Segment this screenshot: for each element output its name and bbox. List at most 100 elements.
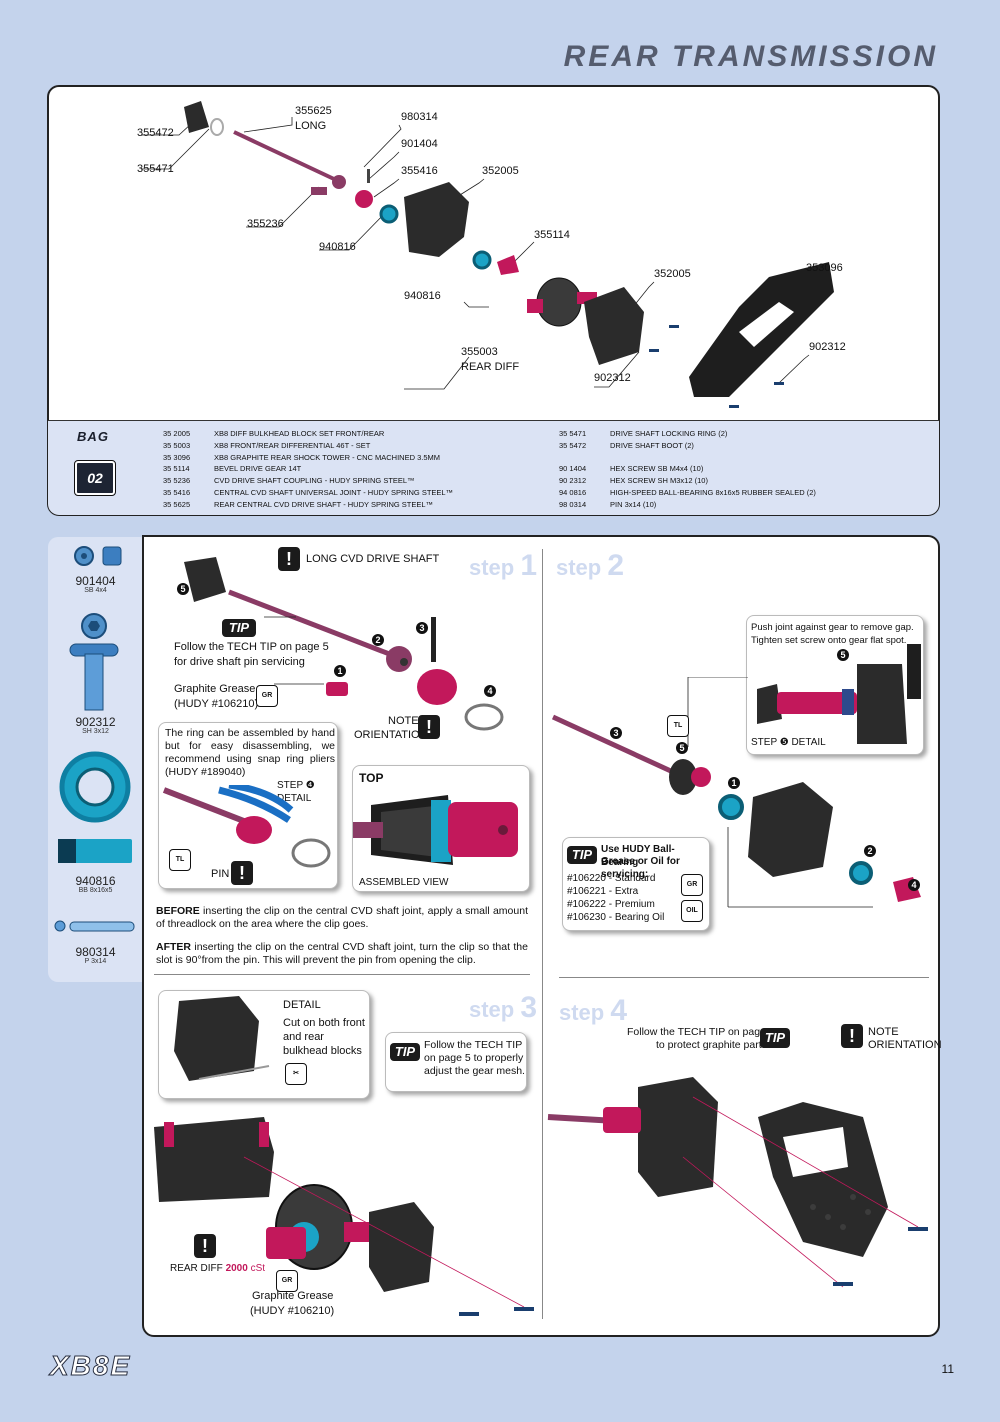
label-355625: 355625 — [295, 105, 332, 117]
step3-grease-1: Graphite Grease — [252, 1290, 334, 1302]
gear-mesh-tip-box: TIP Follow the TECH TIP on page 5 to pro… — [385, 1032, 527, 1092]
part-code: 35 5625 — [163, 499, 191, 509]
cut-text-2: and rear — [283, 1031, 324, 1043]
step4-note-1: NOTE — [868, 1026, 899, 1038]
label-940816-a: 940816 — [319, 241, 356, 253]
cut-detail-box: DETAIL Cut on both front and rear bulkhe… — [158, 990, 370, 1099]
label-901404: 901404 — [401, 138, 438, 150]
sidebar-sub-901404: SB 4x4 — [84, 587, 107, 594]
part-desc: REAR CENTRAL CVD DRIVE SHAFT - HUDY SPRI… — [214, 499, 434, 509]
part-code: 35 5236 — [163, 476, 191, 486]
step2-number: 2 — [607, 549, 625, 582]
cut-text-3: bulkhead blocks — [283, 1045, 362, 1057]
part-code: 90 2312 — [559, 476, 587, 486]
label-980314: 980314 — [401, 111, 438, 123]
ring-detail-diagram — [162, 785, 331, 868]
cutter-icon: ✂ — [285, 1063, 307, 1085]
step2-diagram — [551, 677, 921, 908]
step2-num-2: 2 — [864, 845, 876, 857]
assembled-view-box: TOP ASSEMBLED VIEW — [352, 765, 530, 892]
grease-icon: GR — [276, 1270, 298, 1292]
part-code: 35 5003 — [163, 440, 191, 450]
page-number: 11 — [941, 1362, 954, 1376]
label-rear-diff: REAR DIFF — [461, 361, 520, 373]
before-text: BEFORE inserting the clip on the central… — [156, 905, 528, 931]
step1-tip-text-2: for drive shaft pin servicing — [174, 656, 305, 668]
step1-num-2: 2 — [372, 634, 384, 646]
tip-badge: TIP — [760, 1028, 790, 1048]
sidebar-code-940816: 940816 — [75, 874, 116, 888]
sidebar-sub-980314: P 3x14 — [84, 958, 107, 965]
part-code: 94 0816 — [559, 487, 587, 497]
push-text-1: Push joint against gear to remove gap. — [751, 622, 914, 633]
cut-detail-diagram — [174, 996, 270, 1081]
oil-icon: OIL — [681, 900, 703, 922]
parts-list-right-descs: DRIVE SHAFT LOCKING RING (2) DRIVE SHAFT… — [610, 428, 816, 511]
step2-title: step 2 — [556, 549, 624, 583]
rear-diff — [536, 277, 582, 327]
step4-tip-1: Follow the TECH TIP on page 5 — [627, 1026, 775, 1038]
step4-word: step — [559, 1000, 605, 1025]
oil-option: #106222 - Premium — [567, 899, 655, 910]
step1-grease-1: Graphite Grease — [174, 683, 256, 695]
label-355471: 355471 — [137, 163, 174, 175]
warning-icon: ! — [278, 547, 300, 571]
divider-vertical — [542, 549, 543, 1319]
part-desc: HEX SCREW SH M3x12 (10) — [610, 476, 708, 486]
step3-title: step 3 — [469, 991, 537, 1025]
part-code: 35 5416 — [163, 487, 191, 497]
rear-diff-cst: cSt — [250, 1263, 266, 1274]
step1-number: 1 — [520, 549, 538, 582]
page-title: REAR TRANSMISSION — [563, 40, 938, 73]
warning-icon: ! — [418, 715, 440, 739]
part-desc: CVD DRIVE SHAFT COUPLING - HUDY SPRING S… — [214, 476, 415, 486]
bearing-grease-tip-box: TIP Use HUDY Ball-Bearing Grease or Oil … — [562, 837, 710, 931]
warning-icon: ! — [194, 1234, 216, 1258]
step2-word: step — [556, 555, 602, 580]
divider-right-horizontal — [559, 977, 929, 978]
sidebar-sub-902312: SH 3x12 — [82, 728, 109, 735]
warning-icon: ! — [231, 861, 253, 885]
bag-parts-bar: BAG 02 35 2005 35 5003 35 3096 35 5114 3… — [48, 420, 939, 515]
long-drive-shaft — [233, 130, 335, 181]
grease-icon: GR — [681, 874, 703, 896]
rear-diff-oil-label: REAR DIFF 2000 cSt — [170, 1262, 265, 1275]
after-body: inserting the clip on the central CVD sh… — [156, 941, 528, 966]
label-355236: 355236 — [247, 218, 284, 230]
step1-title: step 1 — [469, 549, 537, 583]
rear-diff-oil: 2000 — [225, 1263, 248, 1274]
hardware-icons — [54, 546, 135, 932]
step2-tip-head-2: Grease or Oil for servicing: — [601, 856, 680, 880]
step3-tip-3: adjust the gear mesh. — [424, 1065, 525, 1077]
boot-part — [184, 101, 209, 133]
step5-detail-label: STEP ❺ DETAIL — [751, 737, 826, 748]
brand-logo: XB8E — [49, 1350, 132, 1382]
parts-list-right-codes: 35 5471 35 5472 90 1404 90 2312 94 0816 … — [559, 428, 586, 511]
part-desc: DRIVE SHAFT LOCKING RING (2) — [610, 429, 728, 438]
step2-num-4: 4 — [908, 879, 920, 891]
cut-detail-label: DETAIL — [283, 999, 321, 1011]
label-352005-front: 352005 — [482, 165, 519, 177]
after-text: AFTER inserting the clip on the central … — [156, 941, 528, 967]
sidebar-code-902312: 902312 — [75, 715, 116, 729]
label-902312-b: 902312 — [809, 341, 846, 353]
before-bold: BEFORE — [156, 905, 200, 917]
step1-heading: LONG CVD DRIVE SHAFT — [306, 553, 440, 565]
step3-diagram — [154, 1117, 534, 1316]
part-desc: PIN 3x14 (10) — [610, 499, 657, 509]
bearing-side-icon — [58, 839, 132, 863]
part-code: 35 3096 — [163, 452, 191, 462]
label-352005-rear: 352005 — [654, 268, 691, 280]
push-text-2: Tighten set screw onto gear flat spot. — [751, 635, 907, 646]
step4-title: step 4 — [559, 994, 627, 1028]
assembled-view-label: ASSEMBLED VIEW — [359, 877, 449, 888]
parts-list-left-descs: XB8 DIFF BULKHEAD BLOCK SET FRONT/REAR X… — [214, 428, 453, 511]
oil-option: #106221 - Extra — [567, 886, 639, 897]
step2-num-5: 5 — [676, 742, 688, 754]
pin-icon — [69, 921, 135, 932]
step1-grease-2: (HUDY #106210) — [174, 698, 259, 710]
label-940816-b: 940816 — [404, 290, 441, 302]
part-code: 35 5114 — [163, 464, 190, 474]
label-355114: 355114 — [534, 229, 570, 241]
tip-badge: TIP — [390, 1043, 420, 1061]
